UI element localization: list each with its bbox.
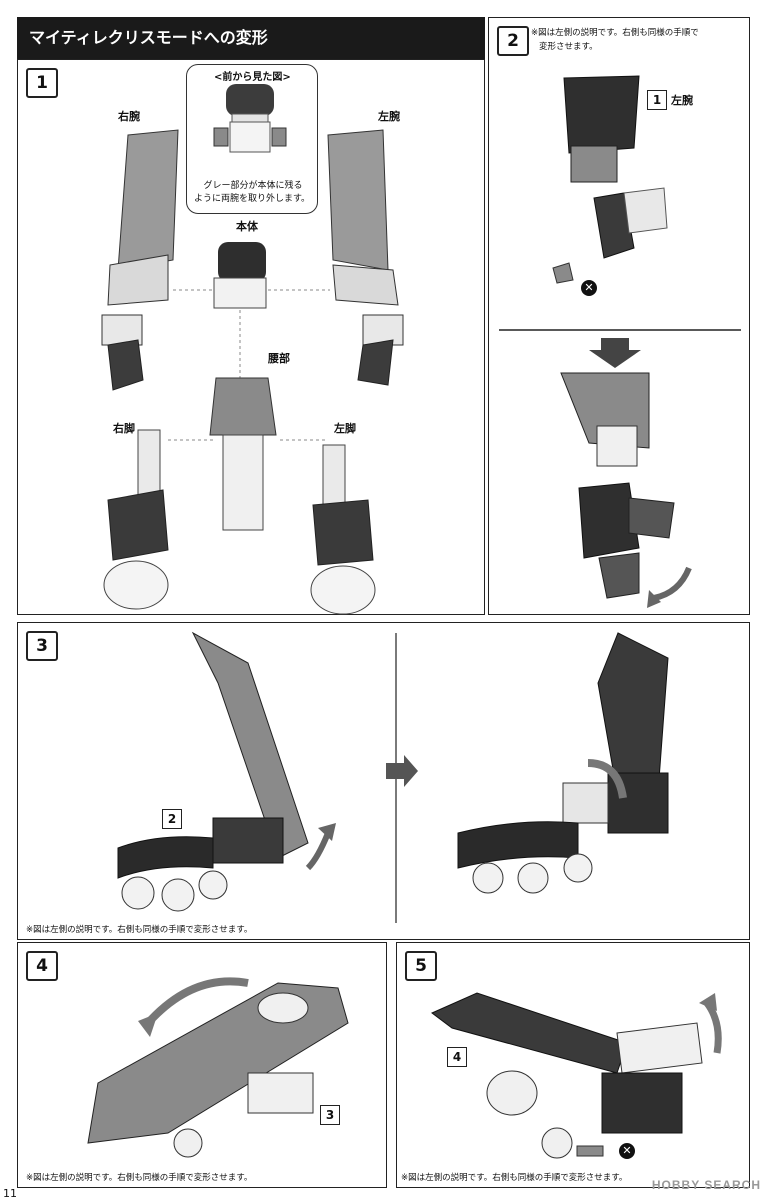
- label-left-arm: 左腕: [378, 110, 400, 123]
- front-view-label: <前から見た図>: [214, 72, 291, 83]
- step-2-callout: 1: [647, 90, 667, 110]
- label-body: 本体: [236, 220, 258, 233]
- page-number: 11: [3, 1187, 17, 1200]
- step-2-illustration: [499, 75, 741, 608]
- step-2-panel: 2 ※図は左側の説明です。右側も同様の手順で 変形させます。 1 左腕 ✕: [488, 17, 750, 615]
- step-4-number: 4: [26, 951, 58, 981]
- step-5-number: 5: [405, 951, 437, 981]
- front-view-illustration: [213, 84, 287, 153]
- step-4-panel: 4 3 ※図は左側の説明です。右側も同様の手順で変形させます。: [17, 942, 387, 1188]
- front-view-caption-2: ように両腕を取り外します。: [193, 194, 311, 204]
- step-3-number: 3: [26, 631, 58, 661]
- step-4-illustration: [87, 977, 349, 1158]
- label-waist: 腰部: [268, 352, 290, 365]
- step-2-callout-label: 左腕: [671, 94, 693, 107]
- step-5-callout: 4: [447, 1047, 467, 1067]
- step-5-note: ※図は左側の説明です。右側も同様の手順で変形させます。: [401, 1173, 628, 1183]
- step-1-panel: 1 <前から見た図> グレー部分が本体に残る ように両腕を取り外します。 右腕 …: [17, 59, 485, 615]
- remove-x-icon: ✕: [581, 280, 597, 296]
- step-2-note-2: 変形させます。: [539, 42, 598, 52]
- step-3-note: ※図は左側の説明です。右側も同様の手順で変形させます。: [26, 925, 253, 935]
- step-1-number: 1: [26, 68, 58, 98]
- step-5-illustration: [431, 992, 722, 1159]
- step-3-callout: 2: [162, 809, 182, 829]
- section-title: マイティレクリスモードへの変形: [17, 17, 485, 59]
- step-3-panel: 3 2 ※図は左側の説明です。右側も同様の手順で変形させます。: [17, 622, 750, 940]
- step-2-note-1: ※図は左側の説明です。右側も同様の手順で: [531, 28, 699, 38]
- step-4-note: ※図は左側の説明です。右側も同様の手順で変形させます。: [26, 1173, 253, 1183]
- step-5-panel: 5 4 ※図は左側の説明です。右側も同様の手順で変形させます。 ✕: [396, 942, 750, 1188]
- exploded-parts-illustration: [101, 129, 404, 615]
- front-view-caption-1: グレー部分が本体に残る: [203, 181, 303, 191]
- label-right-arm: 右腕: [118, 110, 140, 123]
- step-2-number: 2: [497, 26, 529, 56]
- step-4-callout: 3: [320, 1105, 340, 1125]
- remove-x-icon-step5: ✕: [619, 1143, 635, 1159]
- label-right-leg: 右脚: [113, 422, 135, 435]
- watermark-logo: HOBBY SEARCH: [651, 1178, 761, 1192]
- label-left-leg: 左脚: [334, 422, 356, 435]
- step-3-illustration: [117, 631, 669, 923]
